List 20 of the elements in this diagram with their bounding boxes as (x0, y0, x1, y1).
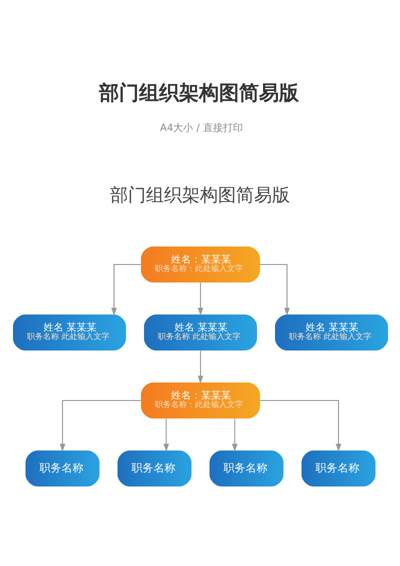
node-box: 姓名：某某某 职务名称：此处输入文字 (140, 246, 260, 282)
arrow (162, 418, 169, 452)
diagram-title: 部门组织架构图简易版 (98, 80, 298, 104)
arrow (259, 264, 290, 316)
label: 部门组织架构图简易版 (110, 184, 290, 206)
arrow (197, 350, 203, 384)
arrow (197, 282, 203, 316)
arrow (259, 400, 341, 452)
node-box: 职务名称 (25, 450, 99, 486)
node-box: 姓名：某某某 职务名称：此处输入文字 (140, 382, 260, 418)
node-box: 姓名 某某某 职务名称 此处输入文字 (274, 314, 388, 350)
node-box: 姓名 某某某 职务名称 此处输入文字 (12, 314, 126, 350)
label: A4大小 / 直接打印 (160, 122, 242, 134)
node-box: 姓名 某某某 职务名称 此处输入文字 (144, 314, 256, 350)
arrow (110, 264, 141, 316)
node-box: 职务名称 (301, 450, 375, 486)
arrow (59, 400, 141, 452)
node-box: 职务名称 (117, 450, 191, 486)
arrow (231, 418, 238, 452)
node-box: 职务名称 (209, 450, 283, 486)
